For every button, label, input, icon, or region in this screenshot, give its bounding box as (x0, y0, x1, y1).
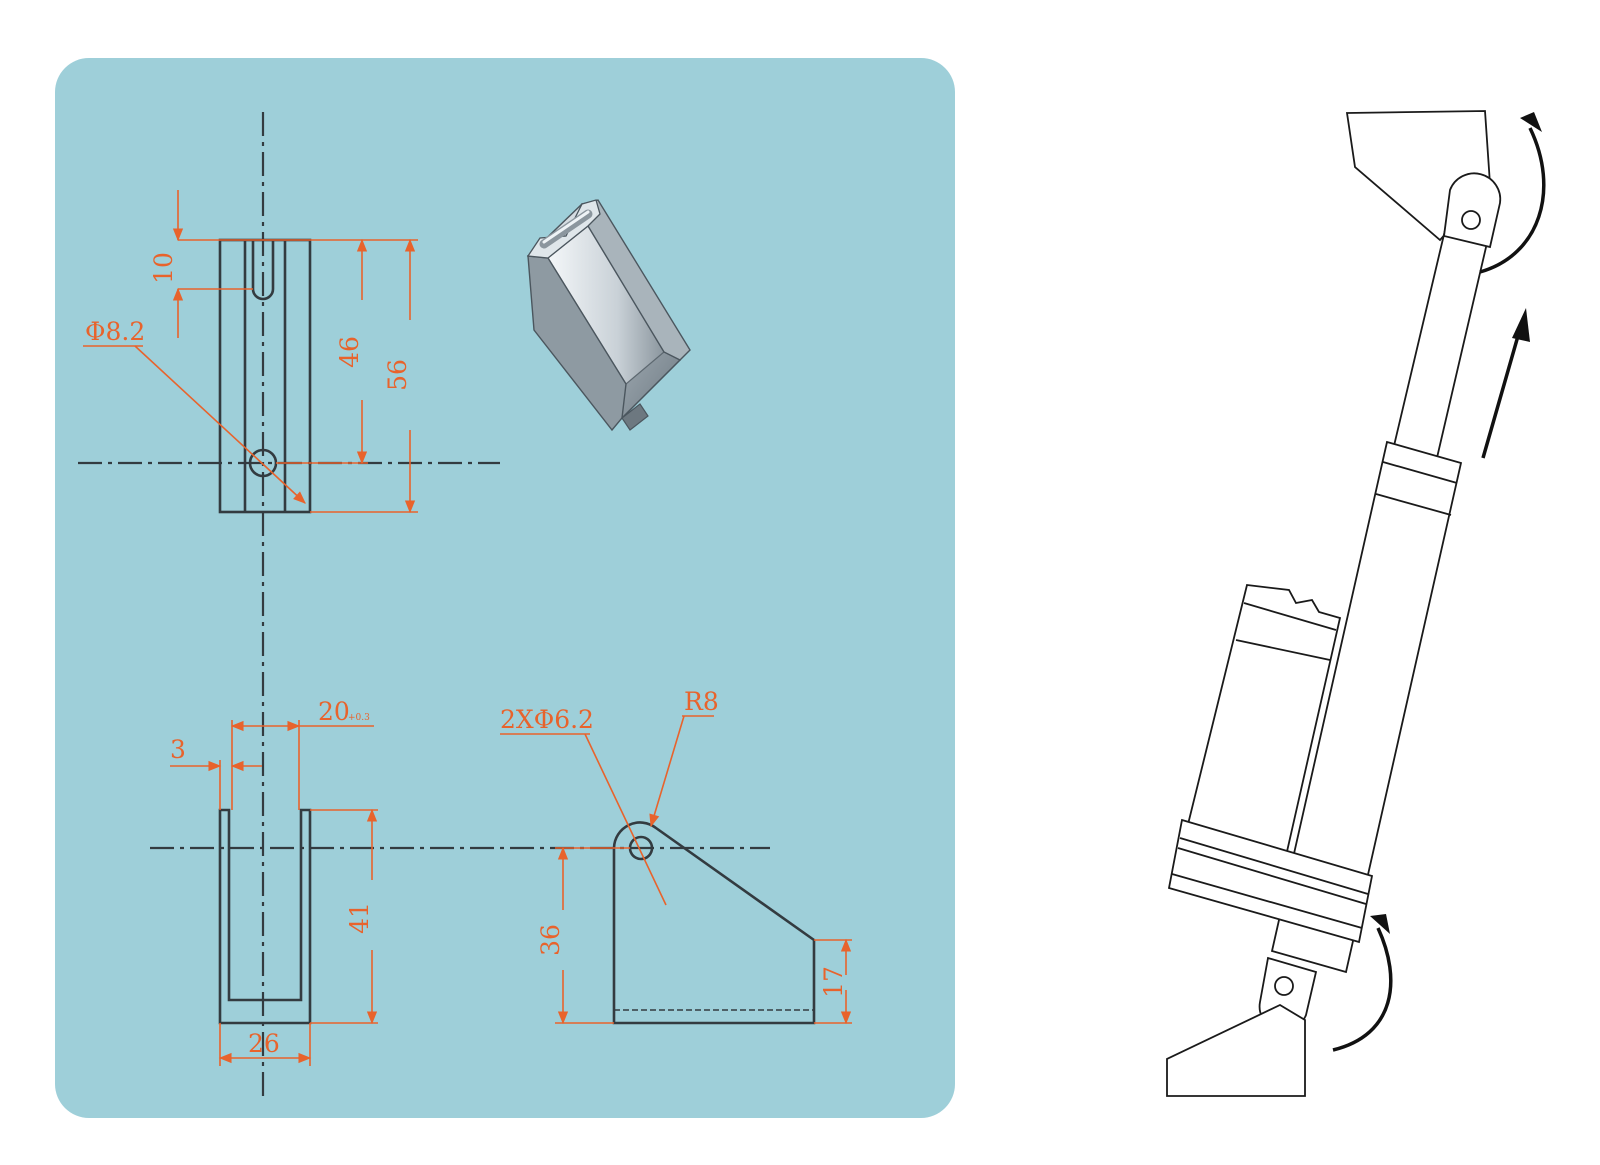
dim-radius: R8 (684, 687, 719, 716)
front-view-outline (218, 808, 312, 1025)
actuator-illustration (1166, 110, 1546, 1097)
dim-overall-height: 56 (383, 359, 412, 391)
dim-side-hole-height: 36 (536, 924, 565, 956)
top-view-slot (251, 240, 275, 301)
dim-outer-width: 26 (248, 1029, 280, 1058)
dim-hole-center-height: 46 (335, 336, 364, 368)
dim-side-end-height: 17 (819, 966, 848, 998)
bottom-mount-bracket (1166, 1003, 1306, 1097)
dim-side-holes: 2XΦ6.2 (500, 705, 594, 734)
bracket-3d-illustration (526, 199, 691, 432)
dim-hole-diameter: Φ8.2 (85, 317, 145, 346)
extension-arrow-icon (1481, 321, 1524, 459)
dim-inner-width: 20 (318, 697, 350, 726)
rotation-arrow-bottom-icon (1332, 927, 1393, 1052)
front-view: 20 +0.3 3 41 26 (150, 697, 770, 1066)
dim-front-height: 41 (345, 902, 374, 934)
dim-slot-depth: 10 (149, 252, 178, 284)
dim-radius-leader (649, 715, 685, 828)
rotation-arrow-top-icon (1479, 127, 1546, 274)
dim-hole-leader (134, 345, 306, 504)
outer-tube (1270, 440, 1463, 974)
side-view: 2XΦ6.2 R8 36 17 (500, 687, 852, 1025)
drawing-panel (55, 58, 955, 1118)
rod-eye-hole (1461, 210, 1481, 230)
dim-wall-thickness: 3 (170, 735, 186, 764)
dim-side-holes-leader (584, 733, 667, 906)
dim-inner-width-tolerance: +0.3 (348, 713, 370, 723)
rear-clevis-hole (1274, 976, 1294, 996)
top-view: 10 Φ8.2 46 56 (78, 112, 500, 1102)
side-view-outline (612, 821, 816, 1025)
